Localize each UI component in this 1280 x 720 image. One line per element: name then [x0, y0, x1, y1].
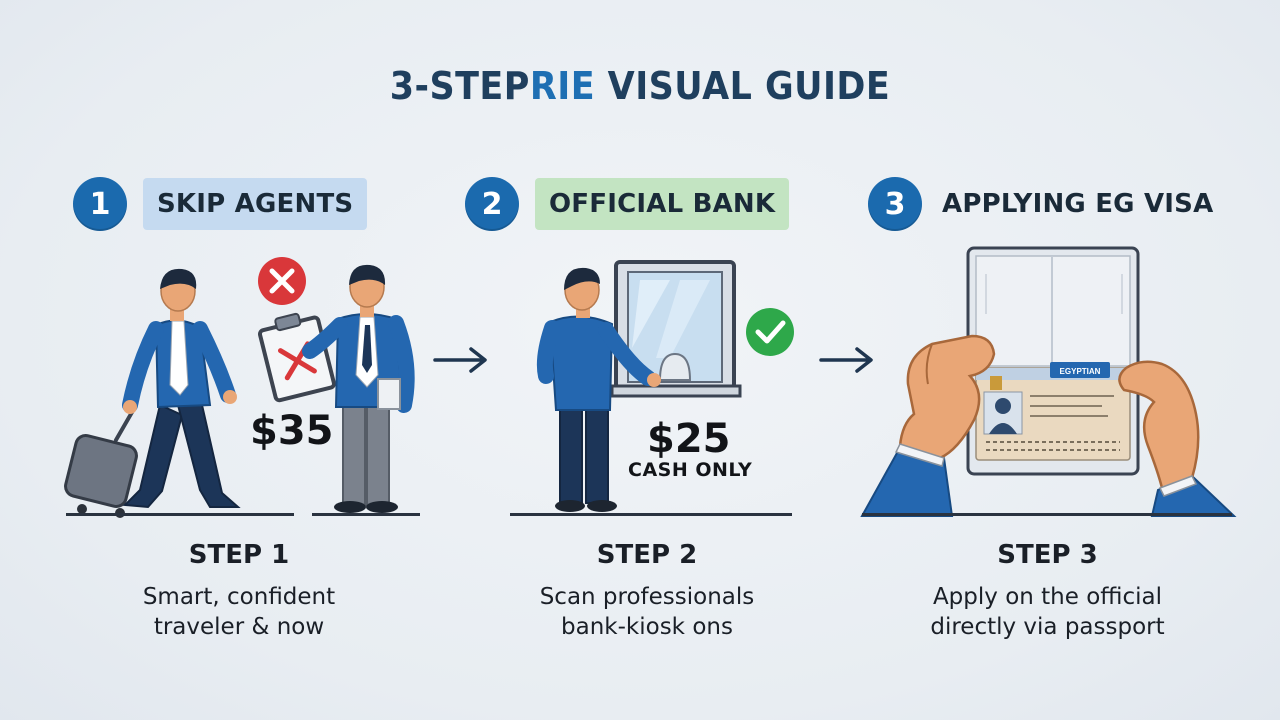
step-2-number-badge: 2 — [465, 177, 519, 231]
step-1-title: STEP 1 — [188, 540, 290, 570]
applicant-figure — [536, 267, 661, 512]
step-3-desc-line1: Apply on the official — [932, 584, 1163, 610]
clipboard-icon — [257, 312, 336, 403]
step-3-title: STEP 3 — [997, 540, 1098, 570]
title-part1: 3-STEP — [389, 64, 530, 108]
x-icon — [258, 257, 306, 305]
step-2-cash-note: CASH ONLY — [628, 459, 753, 481]
step-2-desc-line2: bank-kiosk ons — [561, 614, 733, 640]
step-2-title: STEP 2 — [596, 540, 698, 570]
step-3-header: 3 APPLYING EG VISA — [868, 176, 1227, 232]
title-part3: VISUAL GUIDE — [595, 64, 891, 108]
agent-figure — [302, 264, 415, 513]
step-2-desc-line1: Scan professionals — [539, 584, 755, 610]
step-1-caption: STEP 1 Smart, confident traveler & now — [84, 540, 394, 642]
arrow-right-icon — [819, 347, 873, 373]
step-2-price: $25 — [647, 416, 731, 462]
step-2-ground — [510, 513, 792, 516]
page-title: 3-STEPRIE VISUAL GUIDE — [51, 64, 1229, 108]
step-3-ground — [862, 513, 1232, 516]
traveler-figure — [122, 268, 241, 509]
step-3-label: APPLYING EG VISA — [942, 189, 1214, 219]
step-1-ground-right — [312, 513, 420, 516]
step-1-ground-left — [66, 513, 294, 516]
step-1-number-badge: 1 — [73, 177, 127, 231]
step-3-desc-line2: directly via passport — [930, 614, 1165, 640]
step-1-illustration — [64, 257, 415, 518]
checkmark-icon — [746, 308, 794, 356]
step-3-caption: STEP 3 Apply on the official directly vi… — [885, 540, 1210, 642]
step-1-desc-line1: Smart, confident — [142, 584, 336, 610]
step-1-label: SKIP AGENTS — [143, 178, 368, 230]
passport-label: EGYPTIAN — [1060, 367, 1101, 376]
step-3-illustration: EGYPTIAN — [860, 246, 1237, 517]
step-2-caption: STEP 2 Scan professionals bank-kiosk ons — [492, 540, 802, 642]
passport-icon — [966, 246, 1140, 476]
bank-kiosk-window — [610, 260, 742, 398]
suitcase-icon — [64, 405, 138, 518]
step-2-illustration — [536, 260, 794, 512]
step-1-price: $35 — [250, 408, 334, 454]
right-hand — [1118, 360, 1237, 517]
step-1-header: 1 SKIP AGENTS — [73, 176, 368, 232]
title-part2: RIE — [529, 64, 596, 108]
left-hand — [860, 334, 996, 517]
step-2-header: 2 OFFICIAL BANK — [465, 176, 790, 232]
arrow-right-icon — [433, 347, 487, 373]
step-2-label: OFFICIAL BANK — [535, 178, 790, 230]
step-3-number-badge: 3 — [868, 177, 922, 231]
step-1-desc-line2: traveler & now — [153, 614, 325, 640]
